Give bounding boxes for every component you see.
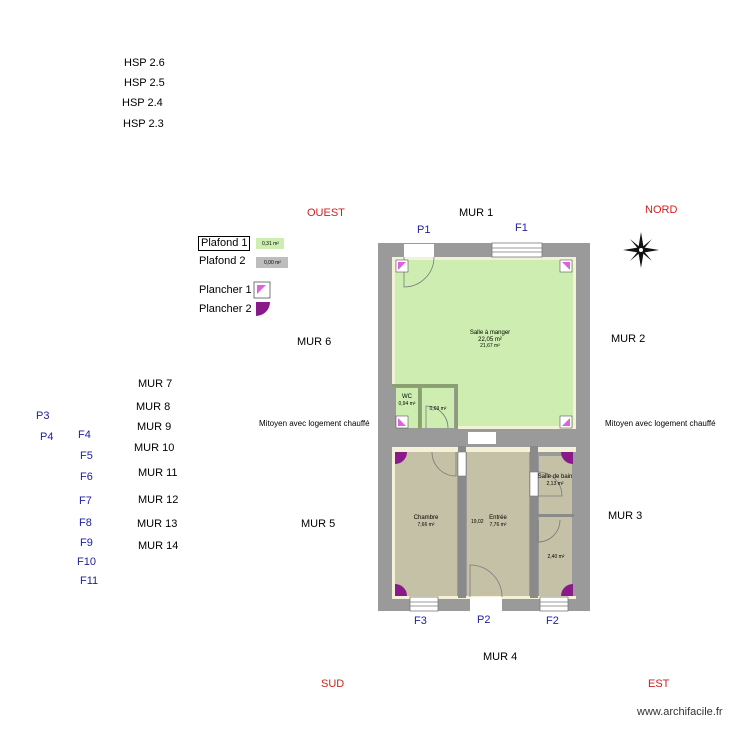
partition-2 bbox=[530, 446, 538, 598]
legend-plancher2[interactable]: Plancher 2 bbox=[199, 303, 252, 315]
room-entree-area: 7,76 m² bbox=[489, 522, 507, 528]
door-sdb-swing bbox=[537, 471, 563, 497]
door-p2-opening bbox=[470, 597, 502, 611]
door-bathroom-swing bbox=[537, 519, 561, 543]
wall-mur14: MUR 14 bbox=[138, 540, 179, 552]
plafond1-swatch bbox=[256, 238, 284, 249]
direction-sud: SUD bbox=[321, 678, 345, 690]
door-p2-swing bbox=[469, 564, 503, 598]
window-f3 bbox=[409, 596, 439, 612]
room-entree-side: 19,02 bbox=[471, 519, 484, 525]
opening-p2: P2 bbox=[477, 614, 491, 626]
wc-right-band bbox=[455, 384, 458, 430]
room-chambre-area: 7,66 m² bbox=[417, 522, 435, 528]
wall-mur9: MUR 9 bbox=[137, 421, 172, 433]
legend-plafond1-area: 0,31 m² bbox=[262, 241, 279, 247]
wall-mur10: MUR 10 bbox=[134, 442, 175, 454]
room-bottom-right-area: 2,40 m² bbox=[547, 554, 565, 560]
hsp-label-3: HSP 2.4 bbox=[122, 97, 163, 109]
wall-mur4: MUR 4 bbox=[483, 651, 518, 663]
room-salle-name: Salle à manger bbox=[469, 330, 511, 336]
closet-room bbox=[422, 388, 454, 428]
wall-mur8: MUR 8 bbox=[136, 401, 171, 413]
legend-plafond1[interactable]: Plafond 1 bbox=[198, 236, 251, 251]
wall-mur2: MUR 2 bbox=[611, 333, 646, 345]
room-wc-area: 0,94 m² bbox=[398, 401, 416, 407]
chambre-room bbox=[395, 452, 457, 597]
plancher2-swatch bbox=[256, 302, 270, 316]
mitoyen-right: Mitoyen avec logement chauffé bbox=[605, 419, 716, 428]
door-closet-swing bbox=[425, 405, 449, 429]
wc-top-band bbox=[392, 384, 458, 387]
opening-f1: F1 bbox=[515, 222, 528, 234]
room-sdb-area: 2,13 m² bbox=[546, 481, 564, 487]
wall-mur12: MUR 12 bbox=[138, 494, 179, 506]
middle-wall-opening bbox=[468, 432, 496, 444]
wall-mur11: MUR 11 bbox=[138, 467, 178, 479]
opening-f11: F11 bbox=[80, 575, 99, 587]
wall-mur13: MUR 13 bbox=[137, 518, 178, 530]
opening-f2: F2 bbox=[546, 615, 559, 627]
opening-f9: F9 bbox=[80, 537, 93, 549]
wall-mur5: MUR 5 bbox=[301, 518, 336, 530]
opening-p3: P3 bbox=[36, 410, 50, 422]
entree-room bbox=[467, 452, 529, 597]
corner-markers bbox=[395, 259, 573, 596]
hsp-label-4: HSP 2.3 bbox=[123, 118, 164, 130]
room-sdb-name: Salle de bain bbox=[537, 474, 573, 480]
opening-f3: F3 bbox=[414, 615, 427, 627]
room-chambre-name: Chambre bbox=[413, 515, 439, 521]
mitoyen-left: Mitoyen avec logement chauffé bbox=[259, 419, 370, 428]
sdb-divider bbox=[538, 514, 574, 517]
door-p1-swing bbox=[403, 256, 435, 288]
window-f1 bbox=[491, 242, 543, 258]
legend-plafond2[interactable]: Plafond 2 bbox=[199, 255, 246, 267]
room-salle-area: 22,05 m² bbox=[478, 337, 502, 343]
wall-mur6: MUR 6 bbox=[297, 336, 332, 348]
partition-1 bbox=[458, 446, 466, 598]
opening-f7: F7 bbox=[79, 495, 92, 507]
direction-nord: NORD bbox=[645, 204, 678, 216]
opening-f8: F8 bbox=[79, 517, 92, 529]
room-closet-area: 0,69 m² bbox=[429, 406, 447, 412]
legend-plafond2-area: 0,00 m² bbox=[264, 260, 281, 266]
door-chambre-swing bbox=[431, 451, 457, 477]
hsp-label-2: HSP 2.5 bbox=[124, 77, 165, 89]
opening-p1: P1 bbox=[417, 224, 431, 236]
hsp-label-1: HSP 2.6 bbox=[124, 57, 165, 69]
wall-mur3: MUR 3 bbox=[608, 510, 643, 522]
legend-plancher1[interactable]: Plancher 1 bbox=[199, 284, 252, 296]
direction-est: EST bbox=[648, 678, 670, 690]
opening-f6: F6 bbox=[80, 471, 93, 483]
wall-mur1: MUR 1 bbox=[459, 207, 494, 219]
plafond2-swatch bbox=[256, 257, 288, 268]
lower-left-band bbox=[392, 452, 395, 596]
room-salle-area2: 21,67 m² bbox=[480, 343, 500, 349]
door-p1-opening bbox=[404, 244, 434, 257]
room-entree-name: Entrée bbox=[489, 515, 507, 521]
compass-icon bbox=[623, 232, 659, 268]
direction-ouest: OUEST bbox=[307, 207, 345, 219]
opening-p4: P4 bbox=[40, 431, 54, 443]
window-f2 bbox=[539, 596, 569, 612]
wall-mur7: MUR 7 bbox=[138, 378, 173, 390]
opening-f10: F10 bbox=[77, 556, 96, 568]
wc-divider bbox=[418, 384, 421, 430]
watermark: www.archifacile.fr bbox=[637, 706, 723, 718]
opening-f4: F4 bbox=[78, 429, 91, 441]
lower-top-band bbox=[392, 447, 576, 452]
plancher1-swatch bbox=[253, 281, 271, 299]
opening-f5: F5 bbox=[80, 450, 93, 462]
room-wc-name: WC bbox=[402, 394, 412, 400]
